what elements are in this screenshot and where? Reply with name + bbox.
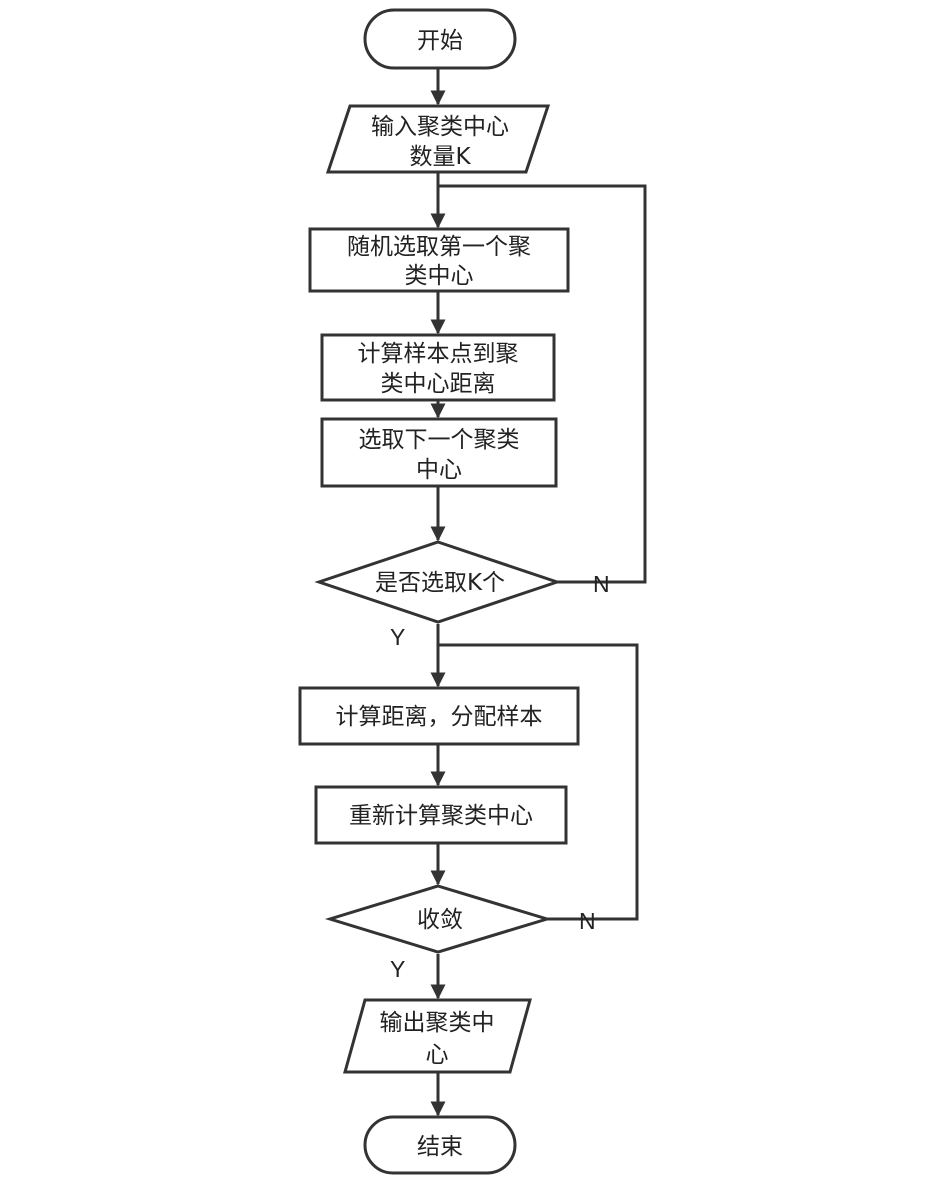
end-label: 结束 xyxy=(417,1134,463,1160)
converge-no-label: N xyxy=(579,908,596,934)
pick-first-process xyxy=(308,227,570,293)
input-k-parallelogram xyxy=(325,104,551,174)
assign-label: 计算距离，分配样本 xyxy=(336,704,543,730)
input-k-label-line2: 数量K xyxy=(409,144,471,170)
recompute-process xyxy=(314,785,568,845)
decision-k-label: 是否选取K个 xyxy=(375,570,505,596)
end-terminator xyxy=(363,1115,517,1175)
loop-converge-no xyxy=(438,643,639,921)
converge-diamond xyxy=(324,884,553,954)
pick-next-label-line1: 选取下一个聚类 xyxy=(359,427,520,453)
loop-decision-k-no xyxy=(438,184,647,584)
decision-k-yes-label: Y xyxy=(390,624,405,650)
converge-yes-label: Y xyxy=(390,956,405,982)
pick-next-process xyxy=(320,417,558,488)
decision-k-diamond xyxy=(314,540,562,624)
converge-label: 收敛 xyxy=(417,907,463,933)
calc-distance-process xyxy=(320,333,556,402)
start-terminator xyxy=(363,8,517,70)
start-label: 开始 xyxy=(417,28,463,54)
input-k-label-line1: 输入聚类中心 xyxy=(371,114,509,140)
recompute-label: 重新计算聚类中心 xyxy=(349,803,533,829)
pick-first-label-line2: 类中心 xyxy=(405,263,474,289)
pick-first-label-line1: 随机选取第一个聚 xyxy=(347,234,531,260)
calc-distance-label-line1: 计算样本点到聚 xyxy=(358,341,519,367)
decision-k-no-label: N xyxy=(593,571,610,597)
pick-next-label-line2: 中心 xyxy=(416,457,462,483)
assign-process xyxy=(298,686,580,746)
output-parallelogram xyxy=(343,998,532,1074)
output-label-line1: 输出聚类中 xyxy=(380,1010,495,1036)
calc-distance-label-line2: 类中心距离 xyxy=(381,371,496,397)
output-label-line2: 心 xyxy=(426,1042,449,1068)
